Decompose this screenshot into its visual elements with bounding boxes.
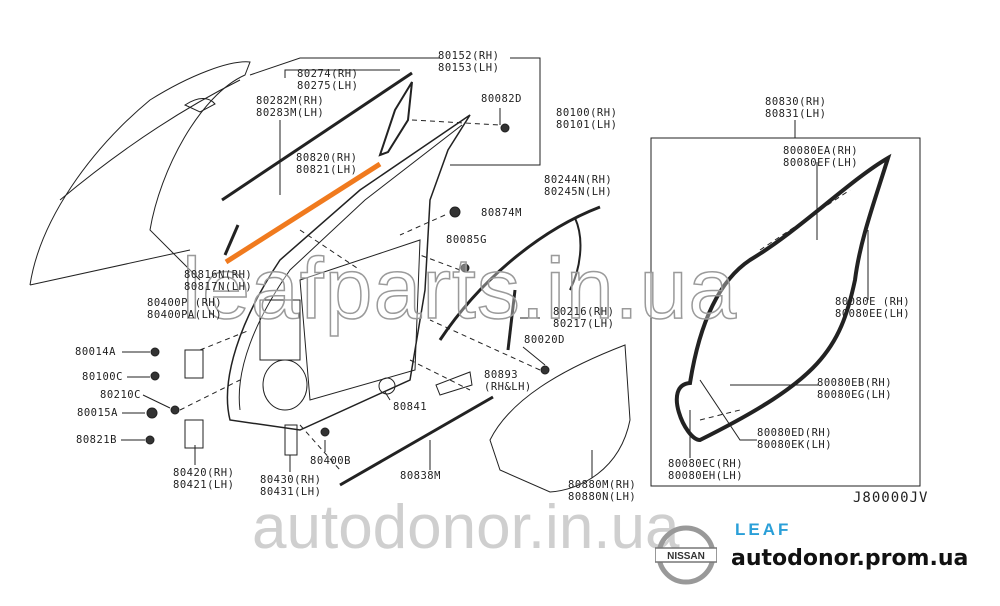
part-label-80420: 80420(RH)80421(LH) xyxy=(173,467,235,491)
part-label-80880m: 80880M(RH)80880N(LH) xyxy=(568,479,637,503)
lower-molding xyxy=(339,395,494,487)
part-label-80080ed: 80080ED(RH)80080EK(LH) xyxy=(757,427,833,451)
part-label-80210c: 80210C xyxy=(100,389,141,401)
sash-trim xyxy=(378,81,413,157)
door-weatherstrip xyxy=(674,153,892,443)
part-label-80020d: 80020D xyxy=(524,334,565,346)
part-label-80100c: 80100C xyxy=(82,371,123,383)
part-label-80874m: 80874M xyxy=(481,207,522,219)
part-label-80244n: 80244N(RH)80245N(LH) xyxy=(544,174,613,198)
pillar-trim xyxy=(506,289,517,351)
highlighted-weatherstrip xyxy=(224,161,382,265)
part-label-80085g: 80085G xyxy=(446,234,487,246)
part-label-80893: 80893(RH&LH) xyxy=(484,369,532,393)
door-frame xyxy=(226,114,471,431)
part-label-80100: 80100(RH)80101(LH) xyxy=(556,107,618,131)
weatherstrip-box xyxy=(650,137,921,487)
body-panel-outline xyxy=(29,61,251,286)
part-label-80274: 80274(RH)80275(LH) xyxy=(297,68,359,92)
model-name: LEAF xyxy=(735,520,792,539)
part-label-80080eb: 80080EB(RH)80080EG(LH) xyxy=(817,377,893,401)
nissan-logo-text: NISSAN xyxy=(667,551,705,562)
part-label-80080e: 80080E (RH)80080EE(LH) xyxy=(835,296,911,320)
part-label-80821b: 80821B xyxy=(76,434,117,446)
part-label-80080ec: 80080EC(RH)80080EH(LH) xyxy=(668,458,744,482)
watermark-leafparts: leafparts.in.ua xyxy=(181,240,738,338)
part-label-80216: 80216(RH)80217(LH) xyxy=(553,306,615,330)
nissan-logo: NISSAN xyxy=(655,525,717,585)
part-label-80080ea: 80080EA(RH)80080EF(LH) xyxy=(783,145,859,169)
part-label-80015a: 80015A xyxy=(77,407,118,419)
part-label-80400b: 80400B xyxy=(310,455,351,467)
site-url: autodonor.prom.ua xyxy=(731,546,969,571)
roof-molding xyxy=(221,71,413,202)
part-label-80841: 80841 xyxy=(393,401,428,413)
part-label-80830: 80830(RH)80831(LH) xyxy=(765,96,827,120)
part-label-80282m: 80282M(RH)80283M(LH) xyxy=(256,95,325,119)
part-label-80152: 80152(RH)80153(LH) xyxy=(438,50,500,74)
part-label-80816n: 80816N(RH)80817N(LH) xyxy=(184,269,253,293)
part-label-80082d: 80082D xyxy=(481,93,522,105)
part-label-80820: 80820(RH)80821(LH) xyxy=(296,152,358,176)
sealing-screen xyxy=(489,344,631,493)
part-label-80014a: 80014A xyxy=(75,346,116,358)
watermark-autodonor: autodonor.in.ua xyxy=(252,493,680,562)
part-label-80430: 80430(RH)80431(LH) xyxy=(260,474,322,498)
part-label-80838m: 80838M xyxy=(400,470,441,482)
part-label-80400p: 80400P (RH)80400PA(LH) xyxy=(147,297,223,321)
outer-molding xyxy=(438,205,601,341)
diagram-code: J80000JV xyxy=(853,490,929,506)
